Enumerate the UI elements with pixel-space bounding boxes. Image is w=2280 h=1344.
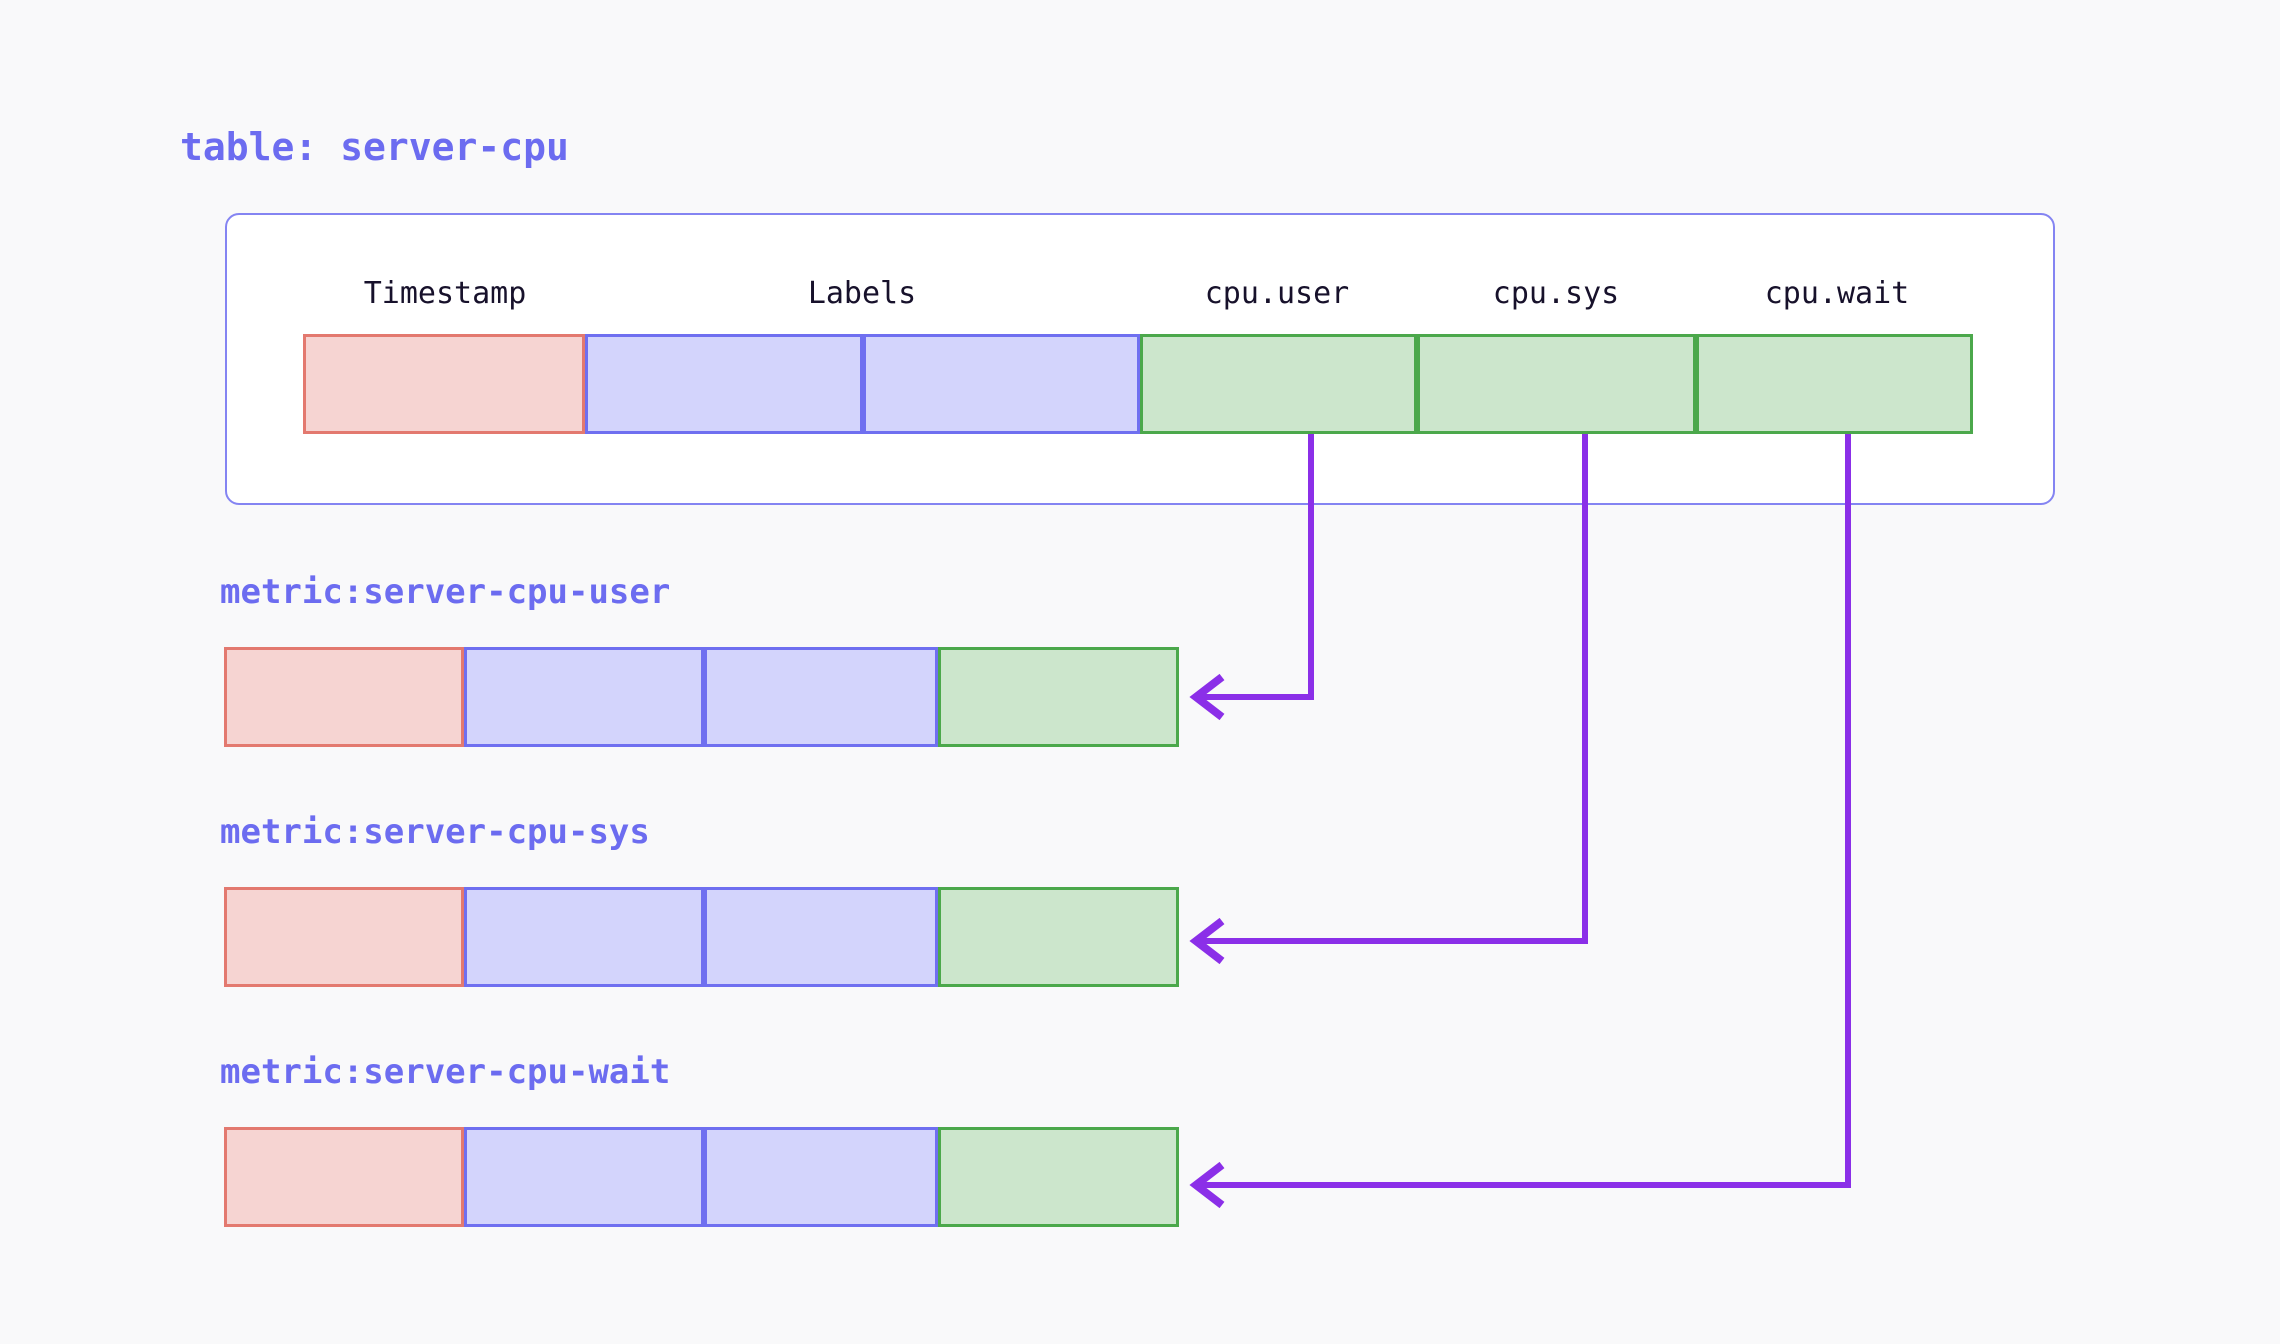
column-header-cpu-wait: cpu.wait xyxy=(1764,276,1910,311)
column-header-cpu-user: cpu.user xyxy=(1204,276,1350,311)
metric-title-server-cpu-wait: metric:server-cpu-wait xyxy=(220,1052,671,1092)
table-cell-cpu-user xyxy=(1140,334,1417,434)
column-header-labels: Labels xyxy=(807,276,917,311)
connector-cpu-wait-to-metric xyxy=(1196,434,1851,1188)
table-cell-label-2 xyxy=(863,334,1140,434)
metric-cell-value xyxy=(938,1127,1179,1227)
table-cell-timestamp xyxy=(303,334,585,434)
metric-cell-label-1 xyxy=(464,647,704,747)
connector-cpu-sys-to-metric xyxy=(1196,434,1588,944)
metric-cell-label-1 xyxy=(464,1127,704,1227)
metric-cell-timestamp xyxy=(224,887,464,987)
arrowhead-cpu-wait-to-metric xyxy=(1189,1161,1225,1209)
column-header-cpu-sys: cpu.sys xyxy=(1492,276,1620,311)
table-cell-cpu-sys xyxy=(1417,334,1696,434)
metric-cell-label-1 xyxy=(464,887,704,987)
metric-cell-label-2 xyxy=(704,887,938,987)
metric-cell-timestamp xyxy=(224,1127,464,1227)
metric-title-server-cpu-user: metric:server-cpu-user xyxy=(220,572,671,612)
metric-cell-value xyxy=(938,647,1179,747)
table-title: table: server-cpu xyxy=(180,125,569,169)
metric-title-server-cpu-sys: metric:server-cpu-sys xyxy=(220,812,650,852)
arrowhead-cpu-user-to-metric xyxy=(1189,673,1225,721)
metric-cell-label-2 xyxy=(704,647,938,747)
metric-cell-label-2 xyxy=(704,1127,938,1227)
arrowhead-cpu-sys-to-metric xyxy=(1189,917,1225,965)
column-header-timestamp: Timestamp xyxy=(363,276,527,311)
metric-cell-timestamp xyxy=(224,647,464,747)
metric-cell-value xyxy=(938,887,1179,987)
table-cell-cpu-wait xyxy=(1696,334,1973,434)
table-cell-label-1 xyxy=(585,334,863,434)
